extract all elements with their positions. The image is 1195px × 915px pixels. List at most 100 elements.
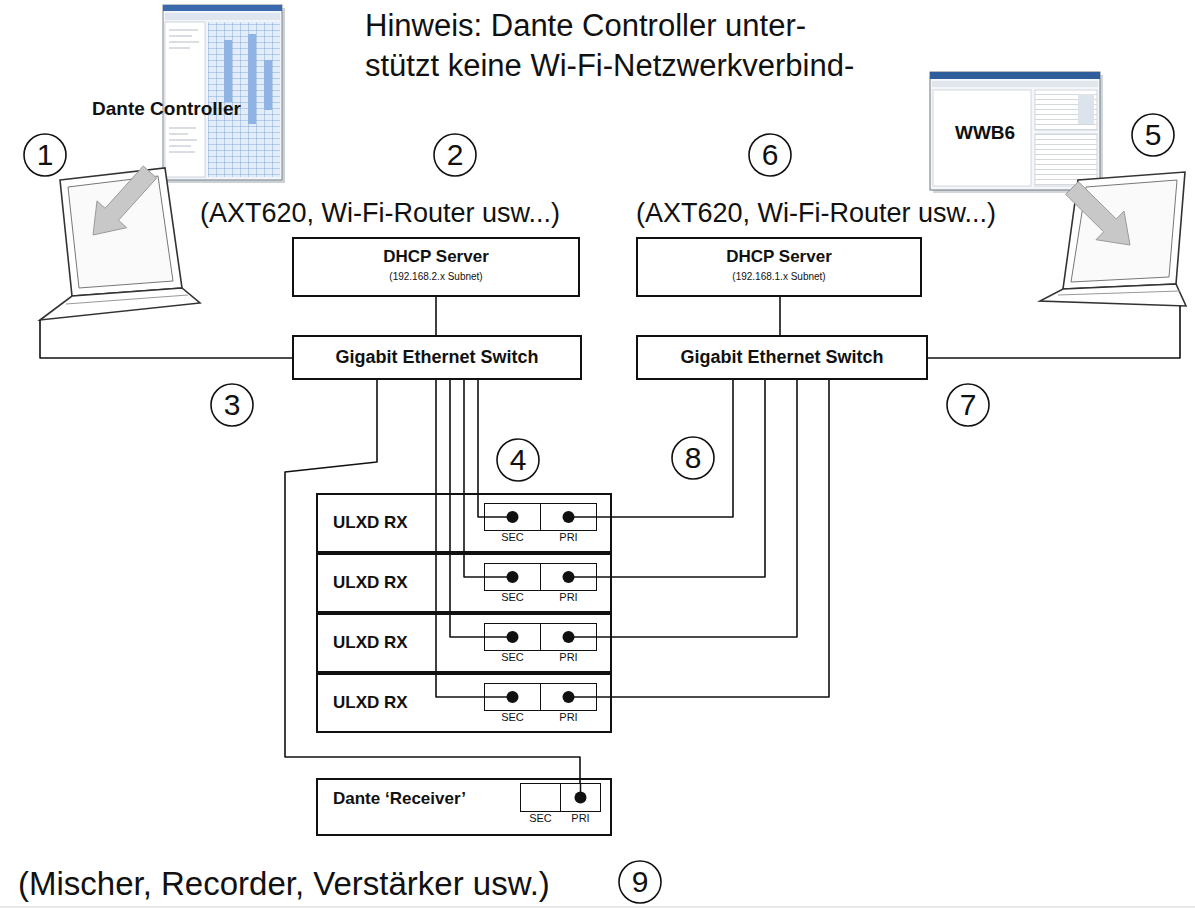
software-laptop: WWB6 <box>925 60 1187 306</box>
callout-number: 7 <box>946 383 990 427</box>
port-label: PRI <box>541 531 596 543</box>
port-graphic <box>541 564 596 590</box>
port-label: PRI <box>541 591 596 603</box>
callout-circle <box>24 134 66 176</box>
screenshot-window <box>163 5 282 180</box>
port-dot <box>507 691 519 703</box>
port-graphic <box>485 624 540 650</box>
network-cable <box>597 380 733 517</box>
screenshot-toolbar <box>932 81 1098 87</box>
note-text: Hinweis: Dante Controller unter- stützt … <box>365 6 870 86</box>
laptop-base <box>1040 284 1186 306</box>
port-label: SEC <box>485 591 540 603</box>
network-cable <box>450 380 484 637</box>
port-label: PRI <box>561 812 600 824</box>
network-cable <box>597 380 765 577</box>
screenshot-panel <box>1078 94 1094 124</box>
dhcp-server-box: DHCP Server (192.168.2.x Subnet) <box>292 237 580 297</box>
box-title: ULXD RX <box>333 573 408 593</box>
port-graphic <box>541 624 596 650</box>
port-dot <box>507 571 519 583</box>
port-label: SEC <box>485 651 540 663</box>
callout-number: 1 <box>23 133 67 177</box>
device-note: (Mischer, Recorder, Verstärker usw.) <box>18 864 550 904</box>
port-graphic <box>485 684 540 710</box>
callout-number: 9 <box>618 860 662 904</box>
callout-circle <box>497 439 539 481</box>
dante-receiver-box: Dante ‘Receiver’ SECPRI <box>316 778 612 836</box>
network-port: SEC <box>484 623 541 651</box>
screenshot-rows <box>1035 134 1097 186</box>
ethernet-switch-box: Gigabit Ethernet Switch <box>636 335 928 380</box>
callout-circle <box>434 134 476 176</box>
callout-circle <box>619 861 661 903</box>
port-dot <box>563 511 575 523</box>
dhcp-server-box: DHCP Server (192.168.1.x Subnet) <box>636 237 922 297</box>
network-cable <box>285 380 580 783</box>
port-graphic <box>561 784 600 811</box>
subnet-label: (192.168.1.x Subnet) <box>638 271 920 283</box>
port-label: PRI <box>541 651 596 663</box>
network-port: PRI <box>540 503 597 531</box>
network-cable <box>597 380 797 637</box>
page-rule <box>0 907 1195 908</box>
software-laptop: Dante Controller <box>15 0 285 320</box>
callout-number: 8 <box>671 436 715 480</box>
screenshot-column <box>248 34 256 124</box>
port-label: SEC <box>485 711 540 723</box>
port-graphic <box>541 504 596 530</box>
port-dot <box>563 571 575 583</box>
screenshot-titlebar <box>163 5 282 11</box>
network-port: PRI <box>560 783 601 812</box>
install-arrow <box>1066 182 1130 245</box>
port-dot <box>563 691 575 703</box>
network-cable <box>435 297 437 335</box>
screenshot-titlebar <box>930 72 1100 79</box>
callout-circle <box>749 134 791 176</box>
screenshot-window <box>930 72 1100 190</box>
port-graphic <box>521 784 560 811</box>
network-cable <box>779 297 781 335</box>
network-port: SEC <box>484 503 541 531</box>
network-port: SEC <box>520 783 561 812</box>
callout-number: 6 <box>748 133 792 177</box>
network-port: PRI <box>540 683 597 711</box>
laptop-keyboard <box>1058 291 1180 295</box>
screenshot-pane <box>1035 134 1097 186</box>
install-arrow <box>93 166 157 235</box>
box-title: DHCP Server <box>638 247 920 267</box>
receiver-box: ULXD RXSECPRI <box>316 673 612 733</box>
network-cable <box>40 320 292 358</box>
box-title: DHCP Server <box>294 247 578 267</box>
box-title: Dante ‘Receiver’ <box>333 789 466 809</box>
device-note: (AXT620, Wi-Fi-Router usw...) <box>200 193 560 233</box>
screenshot-shadow <box>166 8 285 183</box>
box-title: Gigabit Ethernet Switch <box>638 347 926 369</box>
screenshot-shadow <box>933 75 1103 193</box>
network-port: SEC <box>484 683 541 711</box>
port-graphic <box>485 564 540 590</box>
screenshot-toolbar <box>165 13 280 20</box>
connector-group <box>40 297 1180 783</box>
device-note: (AXT620, Wi-Fi-Router usw...) <box>636 193 996 233</box>
network-cable <box>928 306 1180 358</box>
callout-circle <box>672 437 714 479</box>
laptop-lid <box>60 168 182 296</box>
receiver-box: ULXD RXSECPRI <box>316 613 612 673</box>
screenshot-pane <box>933 90 1031 186</box>
screenshot-rows <box>169 30 199 152</box>
port-dot <box>507 631 519 643</box>
subnet-label: (192.168.2.x Subnet) <box>294 271 578 283</box>
screenshot-column <box>264 60 272 110</box>
ethernet-switch-box: Gigabit Ethernet Switch <box>292 335 582 380</box>
network-cable <box>478 380 484 517</box>
port-label: SEC <box>521 812 560 824</box>
app-name: WWB6 <box>955 122 1015 145</box>
screenshot-column <box>224 40 232 102</box>
port-dot <box>507 511 519 523</box>
receiver-box: ULXD RX SECPRI <box>316 553 612 613</box>
network-cable <box>597 380 829 697</box>
receiver-box: ULXD RXSECPRI <box>316 493 612 553</box>
